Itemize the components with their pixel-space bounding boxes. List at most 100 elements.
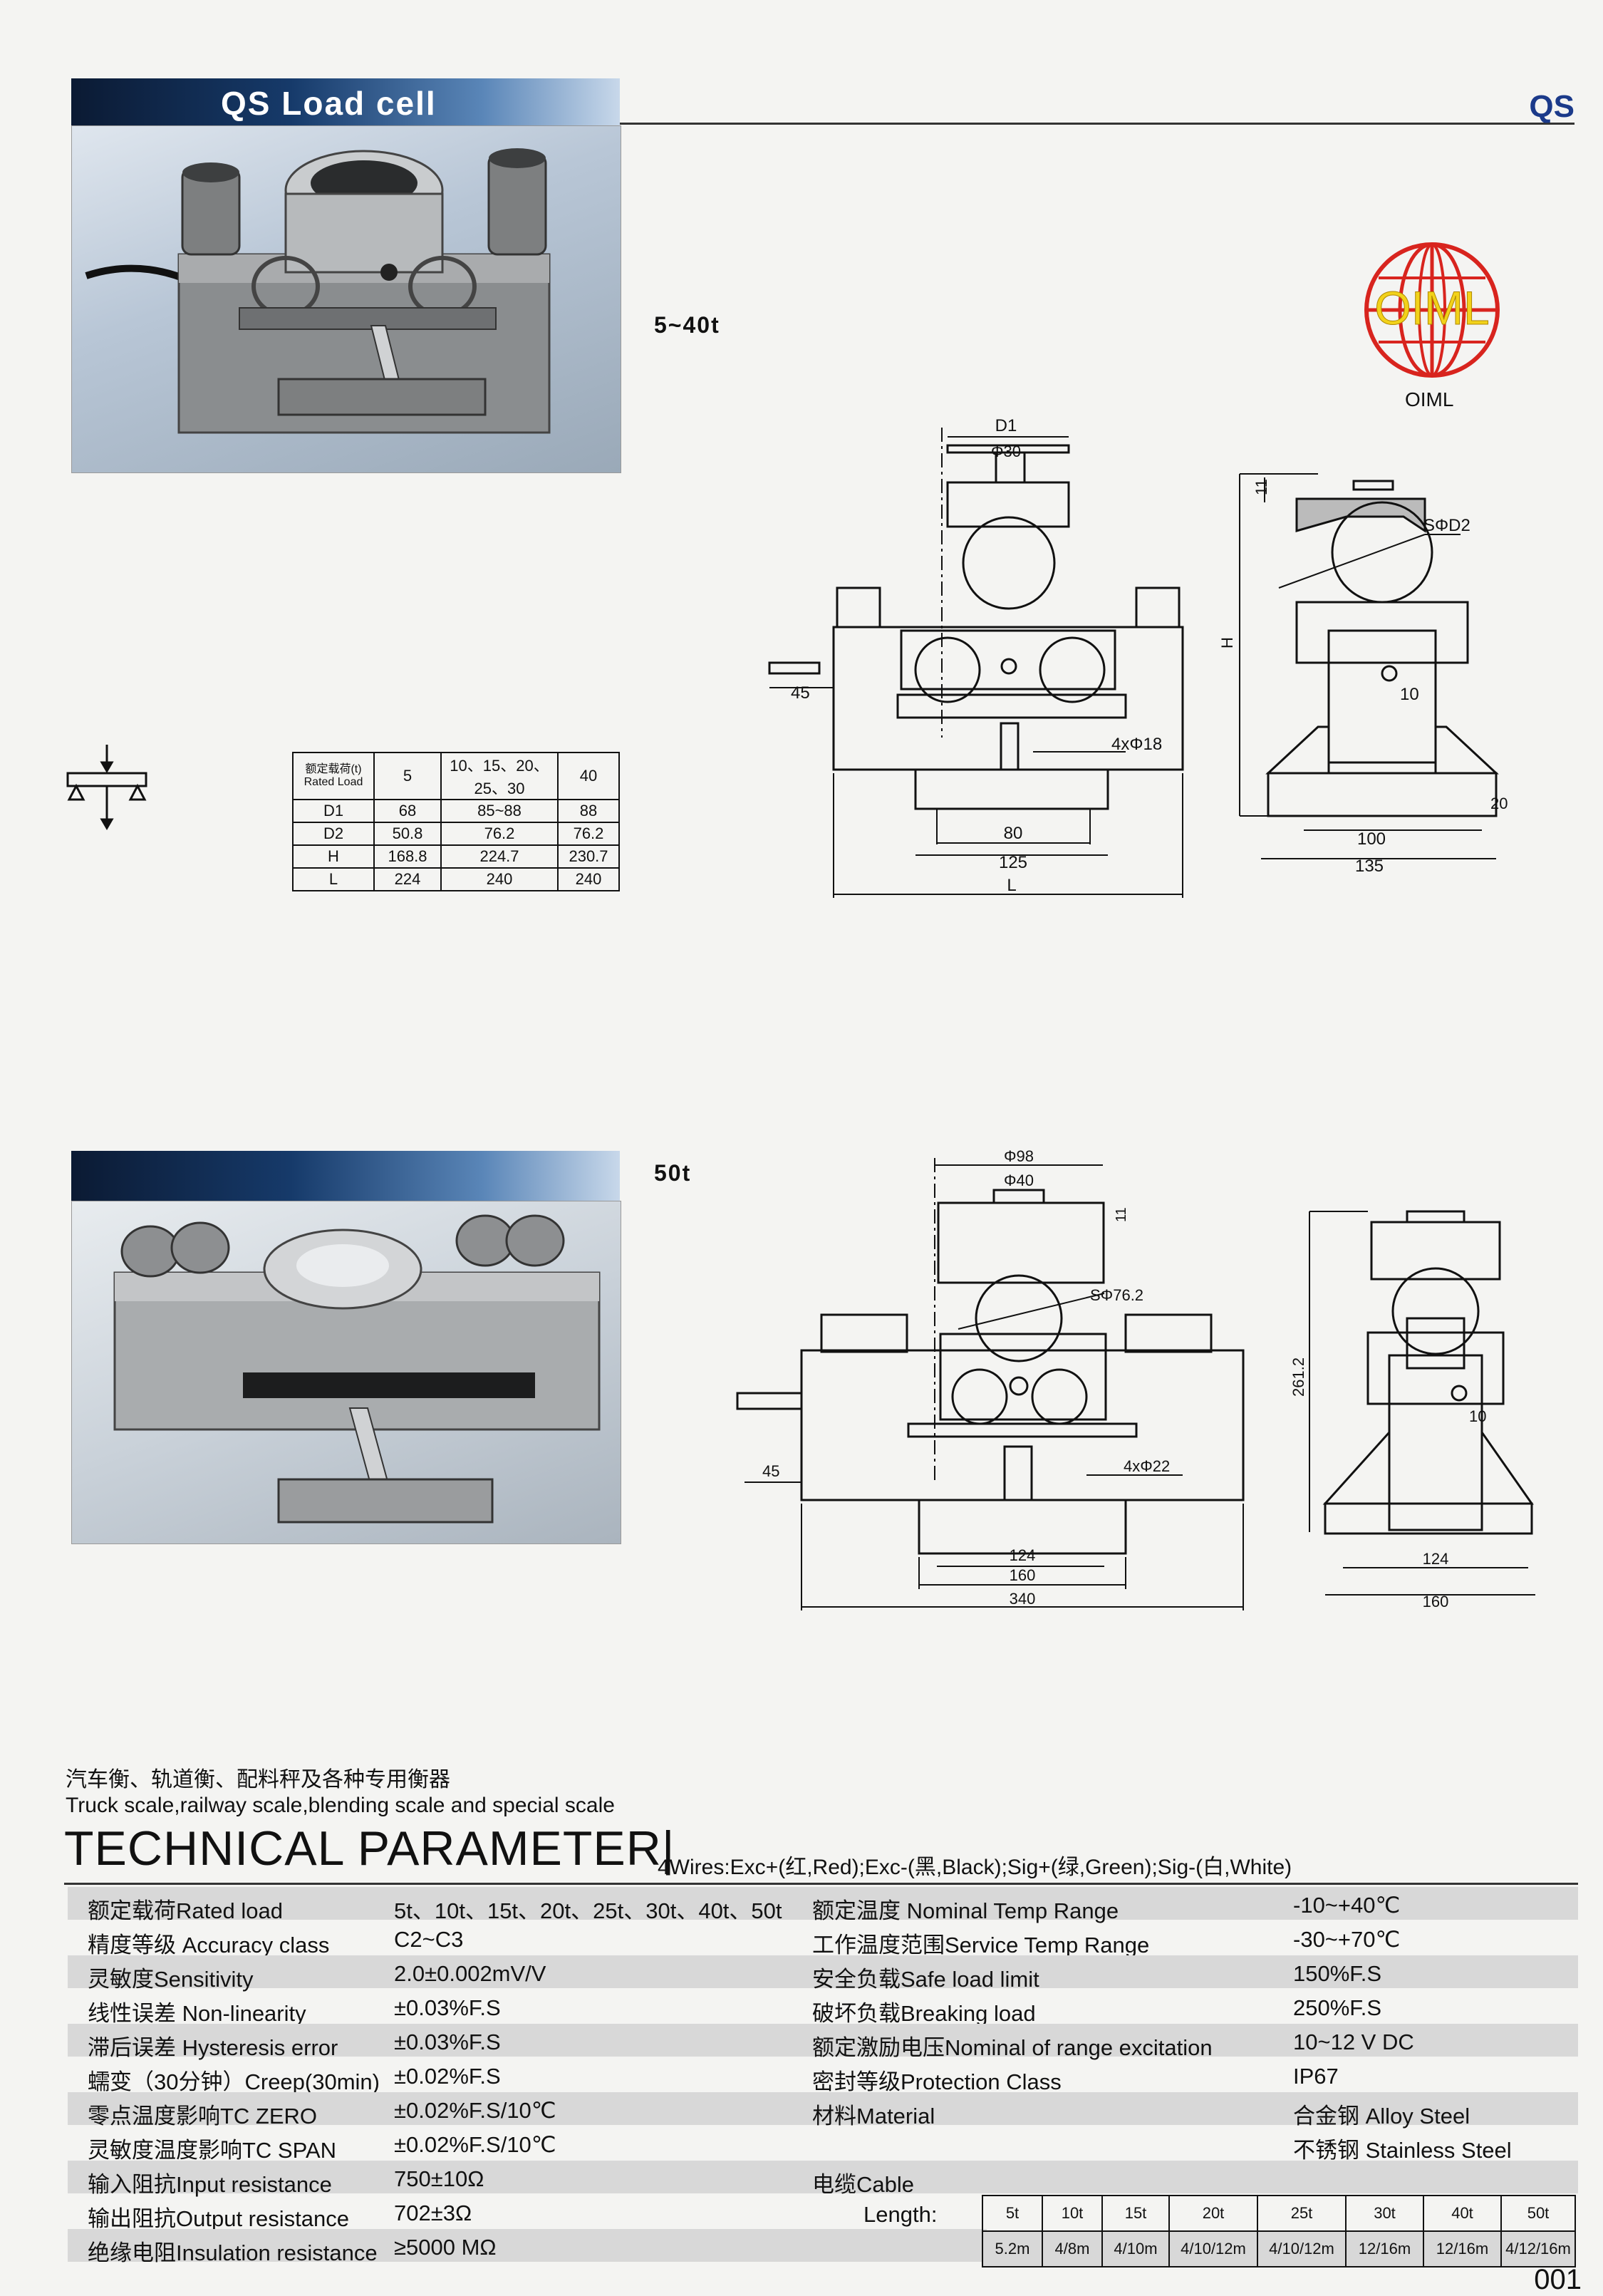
table-header-cell: 额定载荷(t) Rated Load	[292, 752, 375, 800]
svg-text:SΦD2: SΦD2	[1423, 516, 1470, 535]
param-value: 2.0±0.002mV/V	[394, 1961, 546, 1986]
svg-text:Φ40: Φ40	[1004, 1172, 1034, 1189]
cable-length-cell: 4/10m	[1101, 2230, 1170, 2267]
table-cell: D2	[292, 822, 375, 846]
param-label: 电缆Cable	[812, 2172, 914, 2197]
drawing-50t-front: Φ98 Φ40 11 SΦ76.2 45 4xΦ22 124 160 340	[716, 1147, 1257, 1618]
table-cell: D1	[292, 799, 375, 823]
brand-mark: QS	[1529, 89, 1575, 124]
table-row: 5.2m 4/8m 4/10m 4/10/12m 4/10/12m 12/16m…	[982, 2230, 1576, 2267]
param-value: 150%F.S	[1293, 1961, 1382, 1986]
param-label: 额定激励电压Nominal of range excitation	[812, 2035, 1213, 2060]
svg-text:160: 160	[1423, 1593, 1449, 1610]
table-cell: 224.7	[440, 844, 559, 869]
param-row: 绝缘电阻Insulation resistance≥5000 MΩ	[68, 2229, 987, 2265]
cable-load-cell: 5t	[982, 2195, 1043, 2232]
svg-text:L: L	[1007, 876, 1016, 895]
table-header-cell: 10、15、20、25、30	[440, 752, 559, 800]
svg-text:11: 11	[1114, 1207, 1129, 1222]
table-header-cell: 5	[373, 752, 442, 800]
param-label: 灵敏度温度影响TC SPAN	[88, 2138, 337, 2163]
param-label: 精度等级 Accuracy class	[88, 1933, 330, 1958]
svg-text:H: H	[1218, 637, 1236, 648]
oiml-logo: OIML	[1354, 239, 1510, 388]
param-value: 702±3Ω	[394, 2201, 472, 2225]
cable-length-cell: 12/16m	[1345, 2230, 1424, 2267]
param-label: 安全负载Safe load limit	[812, 1967, 1039, 1992]
param-row: 滞后误差 Hysteresis error ±0.03%F.S 额定激励电压Nomi…	[68, 2024, 1578, 2060]
svg-text:10: 10	[1469, 1407, 1486, 1425]
param-value: ±0.03%F.S	[394, 2029, 501, 2054]
param-label: 输出阻抗Output resistance	[88, 2206, 349, 2231]
param-label: 破坏负载Breaking load	[812, 2001, 1036, 2026]
cable-load-cell: 30t	[1345, 2195, 1424, 2232]
table-cell: 224	[373, 867, 442, 891]
svg-text:261.2: 261.2	[1290, 1358, 1307, 1397]
param-label: 绝缘电阻Insulation resistance	[88, 2240, 378, 2265]
drawing-50t-side: 261.2 10 124 160	[1282, 1197, 1553, 1618]
table-cell: 50.8	[373, 822, 442, 846]
param-label: 线性误差 Non-linearity	[88, 2001, 306, 2026]
header-bar: QS Load cell	[71, 78, 620, 125]
table-row: 5t 10t 15t 20t 25t 30t 40t 50t	[982, 2195, 1576, 2232]
table-cell: 240	[440, 867, 559, 891]
param-value: 不锈钢 Stainless Steel	[1293, 2138, 1512, 2163]
svg-text:124: 124	[1423, 1550, 1449, 1568]
param-value: 10~12 V DC	[1293, 2029, 1414, 2054]
svg-text:160: 160	[1010, 1566, 1036, 1584]
param-label: 输入阻抗Input resistance	[88, 2172, 332, 2197]
param-value: ±0.02%F.S/10℃	[394, 2098, 556, 2123]
cable-length-cell: 12/16m	[1423, 2230, 1502, 2267]
svg-text:45: 45	[762, 1462, 779, 1480]
tech-title: TECHNICAL PARAMETER|	[64, 1821, 675, 1876]
table-cell: 76.2	[440, 822, 559, 846]
param-row: 输入阻抗Input resistance 750±10Ω 电缆Cable	[68, 2161, 1578, 2197]
param-value: C2~C3	[394, 1927, 464, 1952]
table-cell: 68	[373, 799, 442, 823]
cable-load-cell: 15t	[1101, 2195, 1170, 2232]
table-cell: 230.7	[557, 844, 620, 869]
table-cell: 240	[557, 867, 620, 891]
param-value: 合金钢 Alloy Steel	[1293, 2104, 1470, 2129]
param-value: IP67	[1293, 2064, 1339, 2089]
svg-text:20: 20	[1490, 795, 1508, 812]
param-value: 250%F.S	[1293, 1995, 1382, 2020]
svg-text:135: 135	[1355, 857, 1384, 876]
param-label: 额定载荷Rated load	[88, 1898, 283, 1923]
product-photo-5-40t	[71, 125, 621, 473]
cable-length-cell: 4/12/16m	[1500, 2230, 1576, 2267]
param-label: 灵敏度Sensitivity	[88, 1967, 254, 1992]
cable-length-table: 5t 10t 15t 20t 25t 30t 40t 50t 5.2m 4/8m…	[982, 2195, 1576, 2267]
table-cell: 168.8	[373, 844, 442, 869]
drawing-5-40t-front: D1 Φ30 45 4xΦ18 80 125 L	[755, 416, 1211, 909]
svg-text:11: 11	[1252, 479, 1270, 495]
wires-info: 4Wires:Exc+(红,Red);Exc-(黑,Black);Sig+(绿,…	[658, 1856, 1292, 1879]
table-header-cell: 40	[557, 752, 620, 800]
table-row: 额定载荷(t) Rated Load 5 10、15、20、25、30 40	[292, 752, 620, 800]
intro-en: Truck scale,railway scale,blending scale…	[66, 1794, 615, 1817]
param-label: 滞后误差 Hysteresis error	[88, 2035, 338, 2060]
cable-length-cell: 5.2m	[982, 2230, 1043, 2267]
svg-text:124: 124	[1010, 1546, 1036, 1564]
param-value: 750±10Ω	[394, 2166, 484, 2191]
param-value: 5t、10t、15t、20t、25t、30t、40t、50t	[394, 1898, 782, 1923]
header-rule	[620, 123, 1575, 125]
product-photo-50t	[71, 1201, 621, 1544]
cable-load-cell: 25t	[1257, 2195, 1347, 2232]
param-value: -10~+40℃	[1293, 1893, 1401, 1918]
cable-length-cell: 4/10/12m	[1168, 2230, 1258, 2267]
load-arrow-icon	[66, 745, 147, 830]
cable-load-cell: 50t	[1500, 2195, 1576, 2232]
cable-load-cell: 10t	[1042, 2195, 1103, 2232]
param-row: 灵敏度Sensitivity 2.0±0.002mV/V 安全负载Safe load…	[68, 1955, 1578, 1992]
load-direction-diagram	[61, 741, 153, 834]
table-cell: H	[292, 844, 375, 869]
svg-text:Φ30: Φ30	[991, 443, 1021, 460]
table-cell: L	[292, 867, 375, 891]
oiml-label: OIML	[1405, 388, 1454, 410]
cable-load-cell: 20t	[1168, 2195, 1258, 2232]
